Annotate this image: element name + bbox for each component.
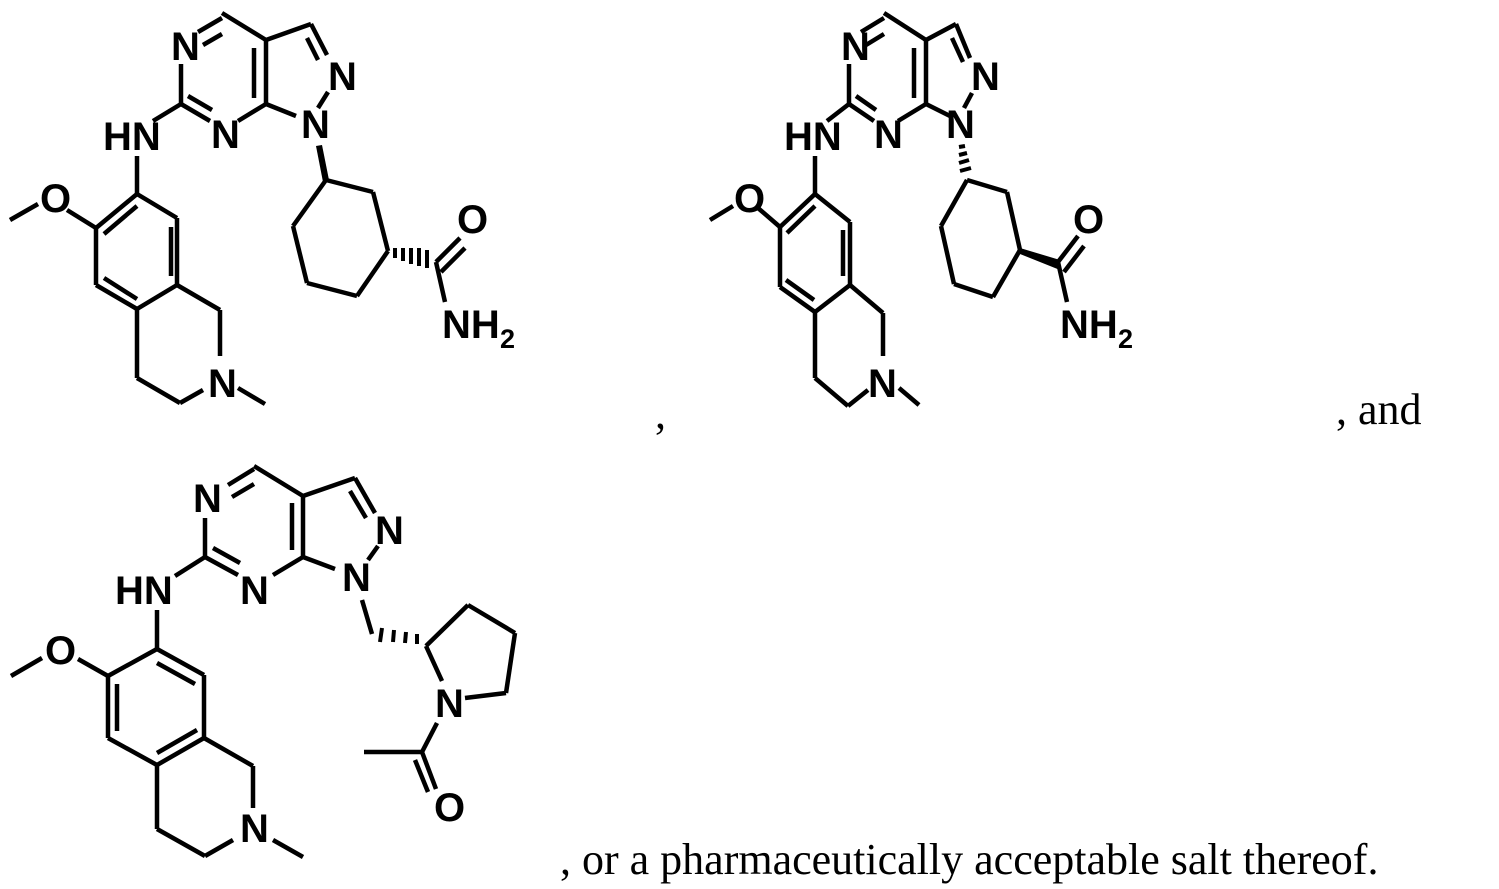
c3-atom-n-pyrrolidine: N: [435, 682, 464, 726]
c1-atom-n-pyrazole-2: N: [328, 55, 357, 99]
c1-atom-n-pyrimidine-top: N: [171, 25, 200, 69]
c2-atom-nh2-subscript: 2: [1118, 324, 1133, 354]
c2-atom-n-pyrazole-2: N: [971, 55, 1000, 99]
compound-2: [708, 11, 1086, 408]
c1-atom-o-carbonyl: O: [457, 198, 488, 242]
c2-atom-n-methyl: N: [868, 362, 897, 406]
separator-and: , and: [1336, 385, 1422, 434]
c2-atom-nh: HN: [784, 115, 842, 159]
c3-atom-n-methyl: N: [240, 807, 269, 851]
c1-atom-nh2-subscript: 2: [500, 324, 515, 354]
c1-atom-nh: HN: [103, 115, 161, 159]
c3-atom-n-pyrimidine-bottom: N: [240, 569, 269, 613]
c3-atom-nh: HN: [115, 569, 173, 613]
c1-atom-nh2: NH: [442, 303, 500, 347]
compound-1: [8, 11, 467, 406]
c1-atom-n-pyrazole-1: N: [301, 103, 330, 147]
c3-atom-n-pyrimidine-top: N: [193, 477, 222, 521]
c2-atom-o-carbonyl: O: [1073, 198, 1104, 242]
c3-atom-o-methoxy: O: [45, 629, 76, 673]
compound-3: [9, 464, 518, 859]
c2-atom-n-pyrimidine-top: N: [841, 25, 870, 69]
c3-atom-n-pyrazole-2: N: [375, 509, 404, 553]
c3-atom-o-carbonyl: O: [434, 786, 465, 830]
c2-atom-n-pyrimidine-bottom: N: [874, 113, 903, 157]
c1-atom-n-methyl: N: [208, 362, 237, 406]
c2-atom-o-methoxy: O: [734, 177, 765, 221]
c3-atom-n-pyrazole-1: N: [342, 556, 371, 600]
c2-atom-nh2: NH: [1060, 303, 1118, 347]
c1-atom-o-methoxy: O: [40, 177, 71, 221]
c1-atom-n-pyrimidine-bottom: N: [211, 113, 240, 157]
separator-comma-1: ,: [655, 389, 666, 438]
claim-suffix-text: , or a pharmaceutically acceptable salt …: [560, 835, 1379, 884]
c2-atom-n-pyrazole-1: N: [946, 103, 975, 147]
